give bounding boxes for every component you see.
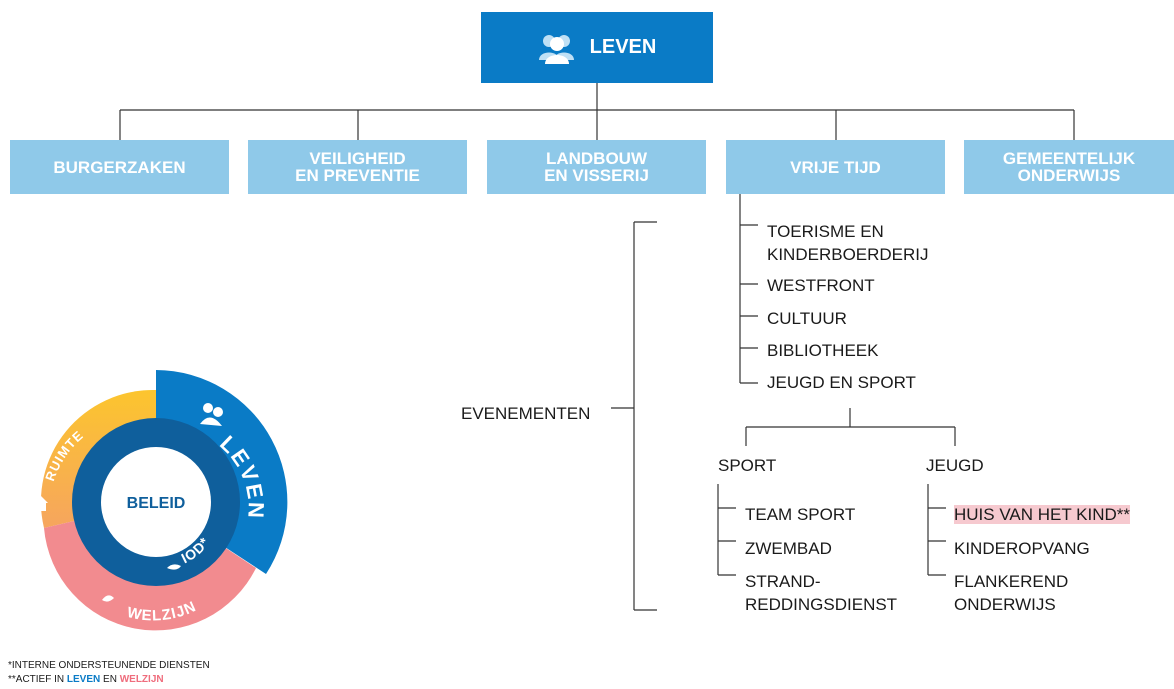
footnote-mid: EN	[103, 674, 117, 685]
jeugd-item-kinderopvang: KINDEROPVANG	[954, 539, 1090, 558]
highlighted-text: HUIS VAN HET KIND**	[954, 505, 1131, 524]
leven-top-box: LEVEN	[481, 12, 713, 83]
dept-landbouw: LANDBOUW EN VISSERIJ	[487, 140, 706, 194]
item-toerisme-line2: KINDERBOERDERIJ	[767, 245, 929, 264]
dept-label-line1: LANDBOUW	[545, 149, 648, 168]
dept-label-line2: EN PREVENTIE	[295, 166, 420, 185]
sport-item-strand-line2: REDDINGSDIENST	[745, 595, 898, 614]
sport-item-strand-line1: STRAND-	[745, 572, 821, 591]
dept-vrije-tijd: VRIJE TIJD	[726, 140, 945, 194]
beleid-wheel: LEVEN WELZIJN RUIMTE IOD* BELEID	[34, 370, 288, 631]
handshake-icon	[167, 564, 181, 570]
footnote-prefix: **ACTIEF IN	[8, 674, 65, 685]
dept-label-line1: VEILIGHEID	[309, 149, 406, 168]
footnote-leven: LEVEN	[66, 674, 101, 685]
item-westfront: WESTFRONT	[767, 276, 875, 295]
item-bibliotheek: BIBLIOTHEEK	[767, 341, 879, 360]
jeugd-title: JEUGD	[926, 456, 984, 475]
house-icon	[34, 496, 48, 511]
footnote-welzijn: WELZIJN	[119, 674, 164, 685]
jeugd-item-flankerend-line2: ONDERWIJS	[954, 595, 1056, 614]
dept-onderwijs: GEMEENTELIJK ONDERWIJS	[964, 140, 1174, 194]
dept-veiligheid: VEILIGHEID EN PREVENTIE	[248, 140, 467, 194]
dept-burgerzaken: BURGERZAKEN	[10, 140, 229, 194]
dept-label: VRIJE TIJD	[790, 157, 881, 177]
people-icon	[200, 403, 223, 426]
jeugd-item-flankerend-line1: FLANKEREND	[954, 572, 1069, 591]
footnote-iod: *INTERNE ONDERSTEUNENDE DIENSTEN	[8, 660, 210, 671]
dept-label-line2: EN VISSERIJ	[544, 166, 649, 185]
dept-label-line2: ONDERWIJS	[1017, 166, 1121, 185]
footnote-actief: **ACTIEF IN LEVEN EN WELZIJN	[8, 674, 164, 685]
top-box-label: LEVEN	[589, 36, 657, 58]
item-cultuur: CULTUUR	[767, 309, 847, 328]
jeugd-item-huis-van-het-kind: HUIS VAN HET KIND**	[954, 504, 1131, 525]
sport-item-zwembad: ZWEMBAD	[745, 539, 832, 558]
item-toerisme-line1: TOERISME EN	[767, 222, 884, 241]
wheel-center-label: BELEID	[127, 495, 186, 512]
item-jeugd-en-sport: JEUGD EN SPORT	[767, 373, 916, 392]
item-evenementen: EVENEMENTEN	[461, 404, 591, 423]
dept-label-line1: GEMEENTELIJK	[1002, 149, 1136, 168]
sport-title: SPORT	[718, 456, 777, 475]
dept-label: BURGERZAKEN	[53, 157, 186, 177]
heart-hands-icon	[102, 595, 114, 602]
sport-item-team-sport: TEAM SPORT	[745, 505, 856, 524]
people-icon	[538, 34, 574, 64]
